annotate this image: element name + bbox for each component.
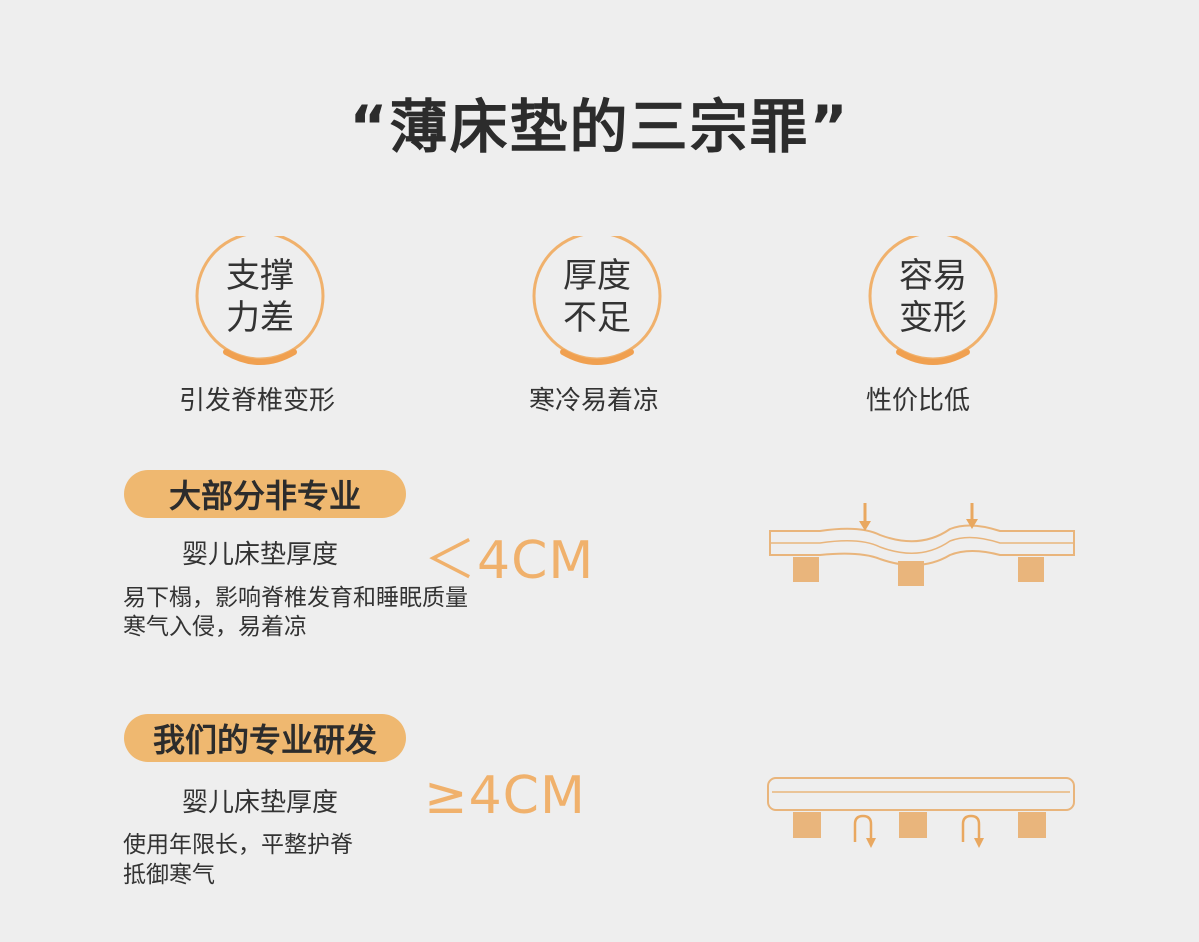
sin-caption-2: 寒冷易着凉 (528, 386, 659, 416)
desc-line2: 抵御寒气 (123, 862, 215, 888)
rebound-arrow-icon (853, 814, 981, 842)
sin-line2: 不足 (563, 298, 631, 338)
sin-line1: 支撑 (226, 256, 294, 296)
sin-line1: 厚度 (563, 256, 631, 296)
sin-caption-3: 性价比低 (865, 386, 970, 416)
arrow-down-icon (859, 503, 978, 531)
badge-professional: 我们的专业研发 (124, 714, 406, 762)
sin-caption-1: 引发脊椎变形 (178, 386, 335, 416)
sin-line2: 力差 (226, 298, 294, 338)
badge-non-professional: 大部分非专业 (124, 470, 406, 518)
circle-ring-icon (195, 236, 325, 365)
desc-line2: 寒气入侵，易着凉 (123, 614, 307, 640)
sin-circle-2: 厚度 不足 (527, 236, 667, 376)
thickness-value: ＜4CM (424, 531, 595, 591)
sin-line1: 容易 (899, 256, 967, 296)
thickness-label: 婴儿床垫厚度 (182, 788, 339, 818)
sin-circle-3: 容易 变形 (863, 236, 1003, 376)
page-title: “薄床垫的三宗罪” (349, 93, 850, 161)
thick-mattress-diagram (767, 777, 1075, 848)
thin-mattress-diagram (769, 503, 1075, 586)
sin-line2: 变形 (899, 298, 967, 338)
circle-ring-icon (532, 236, 662, 365)
desc-line1: 使用年限长，平整护脊 (123, 832, 353, 858)
sin-circle-1: 支撑 力差 (190, 236, 330, 376)
thickness-label: 婴儿床垫厚度 (182, 540, 339, 570)
desc-line1: 易下榻，影响脊椎发育和睡眠质量 (123, 585, 468, 611)
circle-ring-icon (868, 236, 998, 365)
thickness-value: ≥4CM (424, 766, 586, 826)
